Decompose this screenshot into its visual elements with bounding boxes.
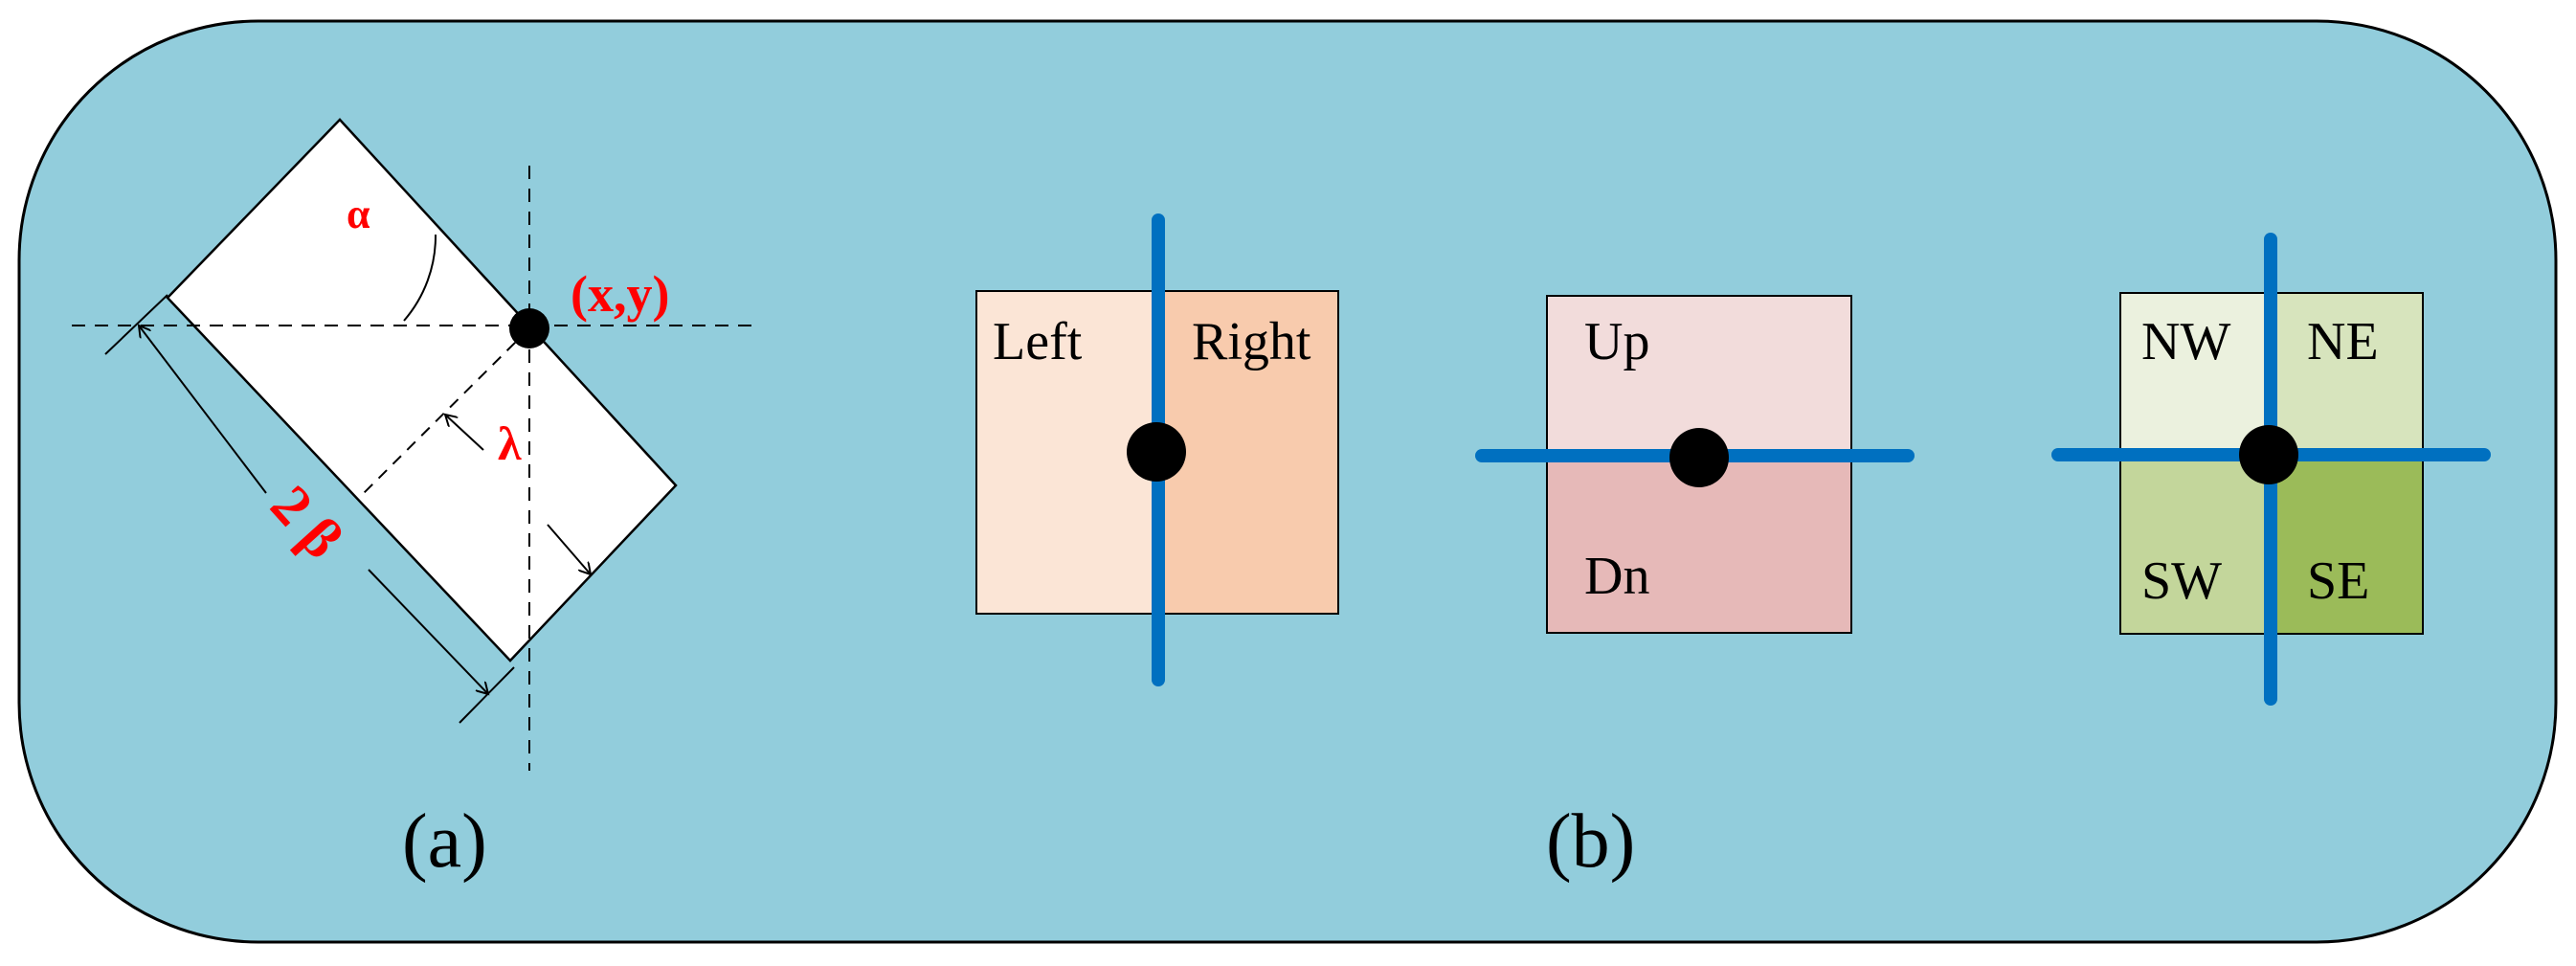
sw-region xyxy=(2119,454,2272,635)
se-label: SE xyxy=(2307,551,2369,611)
point-label: (x,y) xyxy=(571,265,669,323)
caption-b: (b) xyxy=(1546,799,1635,884)
right-region xyxy=(1157,290,1339,615)
left-right-split: Left Right xyxy=(975,213,1339,686)
lambda-arrow-upper xyxy=(445,415,484,451)
angle-alpha-arc xyxy=(403,234,437,322)
right-label: Right xyxy=(1192,312,1311,371)
split-point-up-down xyxy=(1669,428,1729,487)
nw-label: NW xyxy=(2141,312,2230,371)
origin-point xyxy=(509,308,549,348)
quadrant-split: NW NE SW SE xyxy=(2051,233,2491,706)
angle-alpha-label: α xyxy=(347,191,370,237)
split-point-quadrant xyxy=(2239,425,2298,484)
lambda-label: λ xyxy=(498,416,522,470)
sw-label: SW xyxy=(2141,551,2222,611)
width-dimension-line-lower xyxy=(368,569,488,694)
down-label: Dn xyxy=(1584,547,1649,606)
split-point-left-right xyxy=(1127,422,1186,482)
up-down-split: Up Dn xyxy=(1475,295,1915,634)
panel-b: Left Right Up Dn NW NE SW SE (b) xyxy=(975,213,2491,884)
se-region xyxy=(2270,454,2424,635)
ne-region xyxy=(2270,292,2424,456)
left-label: Left xyxy=(993,312,1083,371)
width-dimension-line-upper xyxy=(139,326,267,494)
panel-a: α (x,y) λ 2 β (a) xyxy=(72,118,751,884)
ne-label: NE xyxy=(2307,312,2379,371)
up-label: Up xyxy=(1584,312,1649,371)
caption-a: (a) xyxy=(402,799,487,884)
width-dimension-tick-top xyxy=(104,294,168,355)
lambda-arrow-lower xyxy=(547,524,591,574)
